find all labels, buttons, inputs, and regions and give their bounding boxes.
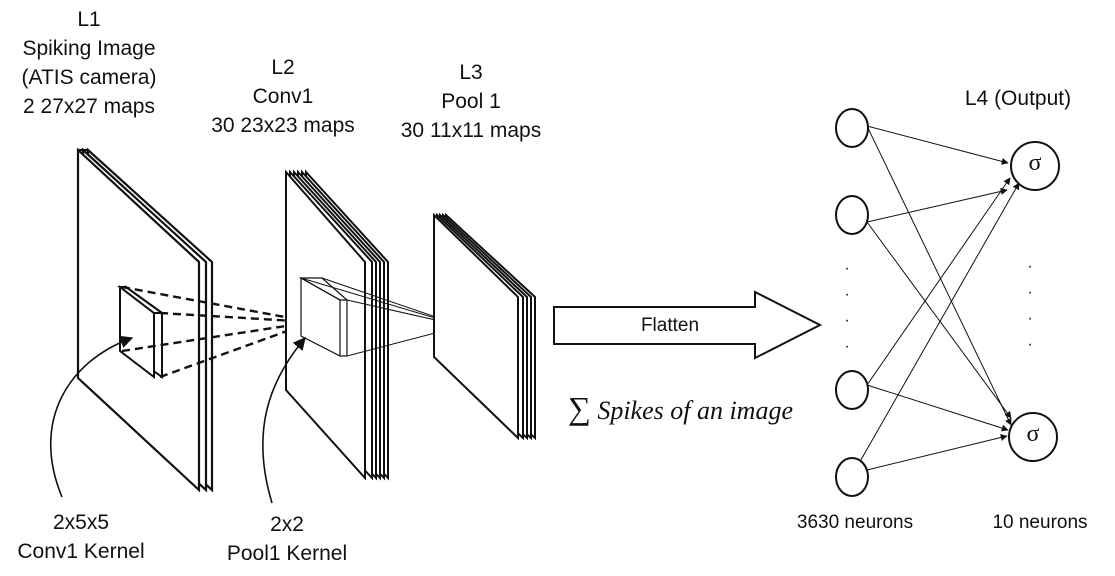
l1-title: Spiking Image (22, 37, 156, 60)
output-sigma-2: σ (1026, 421, 1040, 447)
l2-name: L2 (271, 56, 295, 79)
input-neuron (835, 195, 869, 235)
l1-label: L1 Spiking Image (ATIS camera) 2 27x27 m… (0, 5, 178, 121)
l3-title: Pool 1 (441, 90, 501, 113)
output-ellipsis: · · · · (1027, 258, 1033, 353)
pool-kernel-label: 2x2 Pool1 Kernel (208, 510, 366, 568)
l1-name: L1 (77, 8, 101, 31)
spike-sum-label: ∑ Spikes of an image (568, 390, 793, 427)
l2-maps: 30 23x23 maps (211, 114, 355, 137)
l3-front-map (433, 212, 519, 441)
input-neuron (835, 457, 869, 497)
pool-kernel-size: 2x2 (270, 513, 304, 536)
pool-kernel-pointer-arrow (261, 337, 306, 504)
output-neuron (1010, 141, 1060, 191)
input-neurons (835, 108, 869, 497)
flatten-label: Flatten (640, 315, 700, 336)
conv-kernel-pointer-arrow (50, 335, 134, 498)
conv-kernel-name: Conv1 Kernel (17, 540, 145, 563)
l3-name: L3 (459, 61, 483, 84)
input-ellipsis: · · · · (844, 260, 850, 355)
output-neuron-count: 10 neurons (992, 512, 1088, 533)
neuron-connections (857, 125, 1020, 471)
l3-map-stack (433, 212, 536, 441)
l3-label: L3 Pool 1 30 11x11 maps (380, 58, 562, 145)
l2-map-stack (285, 169, 389, 481)
output-neurons (1008, 141, 1060, 462)
output-sigma-1: σ (1028, 150, 1042, 176)
l3-maps: 30 11x11 maps (400, 119, 542, 142)
conv-kernel-label: 2x5x5 Conv1 Kernel (0, 508, 162, 566)
pool-kernel-name: Pool1 Kernel (226, 542, 348, 565)
input-neuron-count: 3630 neurons (796, 512, 914, 533)
l1-maps: 2 27x27 maps (23, 95, 155, 118)
l4-label: L4 (Output) (964, 87, 1072, 110)
conv-kernel-size: 2x5x5 (52, 511, 110, 534)
l2-label: L2 Conv1 30 23x23 maps (193, 53, 373, 140)
l1-subtitle: (ATIS camera) (21, 66, 157, 89)
flatten-arrow (553, 290, 823, 360)
l2-front-map (285, 169, 366, 481)
input-neuron (835, 108, 869, 148)
sum-text: Spikes of an image (597, 396, 793, 425)
l2-title: Conv1 (252, 85, 314, 108)
sum-symbol: ∑ (568, 390, 591, 426)
output-neuron (1008, 412, 1058, 462)
input-neuron (835, 370, 869, 410)
